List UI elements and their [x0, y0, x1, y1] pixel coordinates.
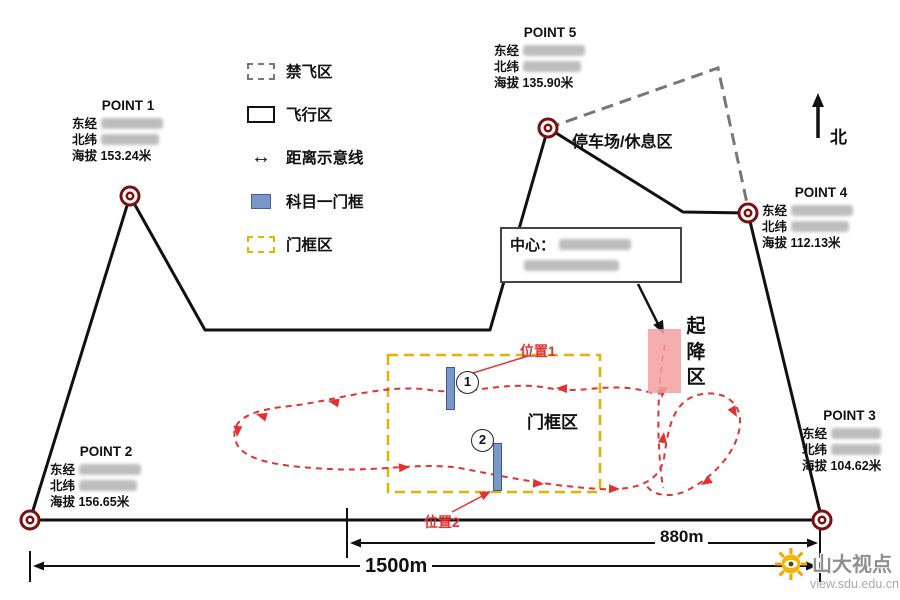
flight-zone-outline [28, 126, 824, 522]
arrow-1500-left [33, 561, 44, 571]
lat-label: 北纬 [494, 59, 520, 74]
redacted-latitude [791, 221, 850, 233]
center-label: 中心： [510, 237, 556, 254]
altitude: 海拔 104.62米 [802, 459, 882, 474]
no-fly-zone-outline [547, 66, 750, 209]
redacted-center-coordinate-2 [524, 260, 619, 271]
legend-label: 门框区 [286, 237, 333, 254]
redacted-latitude [101, 134, 160, 146]
point-5-info: POINT 5 东经 北纬 海拔 135.90米 [494, 24, 606, 91]
lat-label: 北纬 [72, 132, 98, 147]
lon-label: 东经 [494, 43, 520, 58]
lon-label: 东经 [802, 426, 828, 441]
watermark-sun-icon [775, 548, 807, 580]
point-4-info: POINT 4 东经 北纬 海拔 112.13米 [762, 184, 880, 251]
gate-2-bar [493, 443, 502, 491]
point-title: POINT 3 [823, 408, 876, 423]
position-2-label: 位置2 [424, 514, 460, 530]
arrow-880-right [807, 538, 818, 548]
distance-880-label: 880m [655, 527, 709, 547]
point-1-info: POINT 1 东经 北纬 海拔 153.24米 [72, 97, 184, 164]
north-label: 北 [830, 128, 847, 147]
double-arrow-icon: ↔ [251, 146, 271, 168]
point-2-info: POINT 2 东经 北纬 海拔 156.65米 [50, 443, 162, 510]
altitude: 海拔 112.13米 [762, 236, 841, 251]
legend-label: 科目一门框 [286, 194, 364, 211]
point-title: POINT 1 [101, 98, 155, 113]
point-5-marker [537, 117, 559, 139]
lat-label: 北纬 [50, 478, 76, 493]
point-title: POINT 4 [794, 185, 848, 200]
redacted-center-coordinate [559, 239, 632, 250]
distance-1500-label: 1500m [360, 555, 433, 578]
redacted-latitude [831, 444, 882, 456]
point-3-marker [811, 509, 833, 531]
center-to-takeoff-arrow [636, 283, 661, 327]
legend-item-gate-zone: 门框区 [246, 233, 333, 255]
redacted-longitude [523, 45, 586, 57]
legend-item-flight-zone: 飞行区 [246, 103, 333, 125]
point-markers [19, 117, 833, 531]
legend-item-gate: 科目一门框 [246, 190, 364, 212]
lat-label: 北纬 [802, 442, 828, 457]
lon-label: 东经 [762, 203, 788, 218]
legend-label: 飞行区 [286, 107, 333, 124]
gate-1-bar [446, 367, 455, 410]
watermark-url: view.sdu.edu.cn [810, 577, 899, 591]
altitude: 海拔 153.24米 [72, 149, 152, 164]
redacted-latitude [523, 61, 582, 73]
takeoff-landing-pad [648, 329, 681, 393]
arrow-880-left [350, 538, 361, 548]
gate-2-number: 2 [471, 429, 494, 452]
point-3-info: POINT 3 东经 北纬 海拔 104.62米 [802, 407, 897, 474]
altitude: 海拔 135.90米 [494, 76, 574, 91]
gate-zone-label: 门框区 [527, 413, 578, 432]
arrow-1500-right [806, 561, 817, 571]
point-title: POINT 2 [79, 444, 133, 459]
redacted-longitude [791, 205, 854, 217]
position-1-label: 位置1 [520, 343, 556, 359]
flight-zone-legend-icon [246, 105, 276, 123]
parking-rest-area-label: 停车场/休息区 [572, 134, 673, 151]
gate-zone-outline [386, 353, 602, 494]
point-title: POINT 5 [523, 25, 577, 40]
altitude: 海拔 156.65米 [50, 495, 130, 510]
north-arrowhead [812, 93, 824, 107]
redacted-latitude [79, 480, 138, 492]
distance-line-880 [346, 508, 821, 558]
watermark-title: 山大视点 [812, 554, 892, 576]
lon-label: 东经 [50, 462, 76, 477]
lon-label: 东经 [72, 116, 98, 131]
gate-zone-legend-icon [246, 235, 276, 253]
gate-legend-icon [246, 193, 276, 209]
legend-label: 距离示意线 [286, 150, 364, 167]
position2-arrowhead [479, 491, 491, 501]
legend-item-no-fly-zone: 禁飞区 [246, 60, 333, 82]
takeoff-zone-label: 起降区 [686, 316, 706, 389]
no-fly-zone-legend-icon [246, 62, 276, 80]
point-4-marker [737, 202, 759, 224]
point-2-marker [19, 509, 41, 531]
point-1-marker [119, 185, 141, 207]
redacted-longitude [79, 464, 142, 476]
center-coordinates-box: 中心： [500, 227, 682, 283]
redacted-longitude [831, 428, 882, 440]
redacted-longitude [101, 118, 164, 130]
legend-label: 禁飞区 [286, 64, 333, 81]
legend-item-distance-line: ↔ 距离示意线 [246, 146, 364, 168]
gate-1-number: 1 [456, 371, 479, 394]
lat-label: 北纬 [762, 219, 788, 234]
